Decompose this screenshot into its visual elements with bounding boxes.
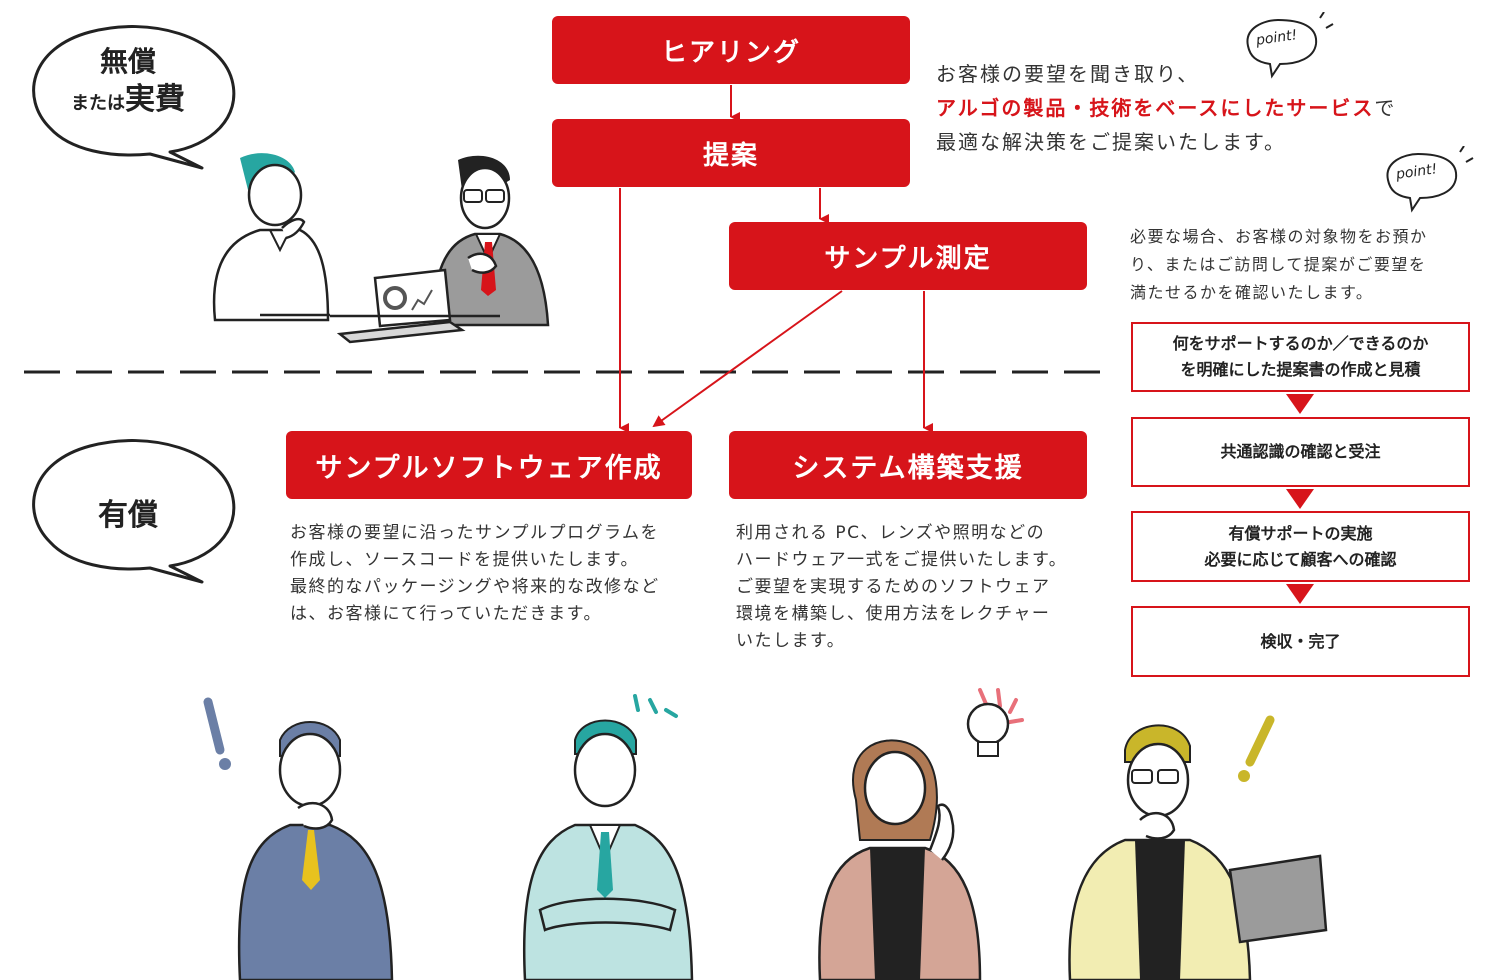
bubble-paid-outline (32, 439, 236, 584)
system-support-box: システム構築支援 (729, 431, 1087, 499)
process-step-estimate: 何をサポートするのか／できるのか を明確にした提案書の作成と見積 (1131, 322, 1470, 392)
step-arrow-3 (1286, 584, 1314, 604)
step-arrow-1 (1286, 394, 1314, 414)
process-step-complete: 検収・完了 (1131, 606, 1470, 677)
people-illustration (203, 688, 1328, 980)
bubble-paid-label: 有償 (98, 498, 158, 533)
intro-line2-tail: で (1374, 96, 1397, 120)
system-description: 利用される PC、レンズや照明などの ハードウェア一式をご提供いたします。 ご要… (736, 523, 1068, 651)
section-divider (24, 370, 1100, 374)
intro-line3: 最適な解決策をご提案いたします。 (936, 130, 1286, 154)
bubble-free-big: 実費 (125, 82, 185, 117)
meeting-illustration (212, 153, 550, 344)
step-arrow-2 (1286, 489, 1314, 509)
proposal-box: 提案 (552, 119, 910, 187)
step3-line2: 必要に応じて顧客への確認 (1204, 549, 1397, 569)
point-bubble-2 (1386, 146, 1474, 213)
intro-text: お客様の要望を聞き取り、 アルゴの製品・技術をベースにしたサービスで 最適な解決… (936, 57, 1476, 159)
intro-line1: お客様の要望を聞き取り、 (936, 62, 1200, 86)
bubble-free-line1: 無償 (99, 45, 156, 78)
sample-measure-box: サンプル測定 (729, 222, 1087, 290)
hearing-label: ヒアリング (660, 37, 801, 68)
proposal-label: 提案 (702, 140, 759, 171)
step4-line1: 検収・完了 (1260, 631, 1341, 651)
note-line1: 必要な場合、お客様の対象物をお預か (1130, 227, 1428, 246)
step1-line1: 何をサポートするのか／できるのか (1172, 334, 1429, 353)
sample-software-label: サンプルソフトウェア作成 (315, 452, 663, 484)
bubble-free-small: または (71, 93, 125, 114)
sample-software-box: サンプルソフトウェア作成 (286, 431, 692, 499)
consult-note: 必要な場合、お客様の対象物をお預か り、またはご訪問して提案がご要望を 満たせる… (1130, 223, 1490, 307)
point-bubble-1 (1246, 12, 1334, 79)
hearing-box: ヒアリング (552, 16, 910, 84)
sample-measure-label: サンプル測定 (824, 243, 992, 274)
software-description: お客様の要望に沿ったサンプルプログラムを 作成し、ソースコードを提供いたします。… (290, 523, 660, 624)
step2-line1: 共通認識の確認と受注 (1220, 442, 1381, 461)
step1-line2: を明確にした提案書の作成と見積 (1180, 360, 1421, 379)
intro-line2: アルゴの製品・技術をベースにしたサービスで (936, 91, 1476, 125)
note-line3: 満たせるかを確認いたします。 (1130, 283, 1374, 302)
process-step-execute: 有償サポートの実施 必要に応じて顧客への確認 (1131, 511, 1470, 582)
process-step-order: 共通認識の確認と受注 (1131, 417, 1470, 487)
system-support-label: システム構築支援 (792, 452, 1024, 484)
bubble-free-text: 無償 または実費 (48, 44, 208, 124)
step3-line1: 有償サポートの実施 (1228, 523, 1373, 543)
bubble-free-outline (32, 25, 236, 170)
bubble-free-line2: または実費 (48, 80, 208, 124)
note-line2: り、またはご訪問して提案がご要望を (1130, 255, 1427, 274)
intro-highlight: アルゴの製品・技術をベースにしたサービス (936, 96, 1375, 120)
